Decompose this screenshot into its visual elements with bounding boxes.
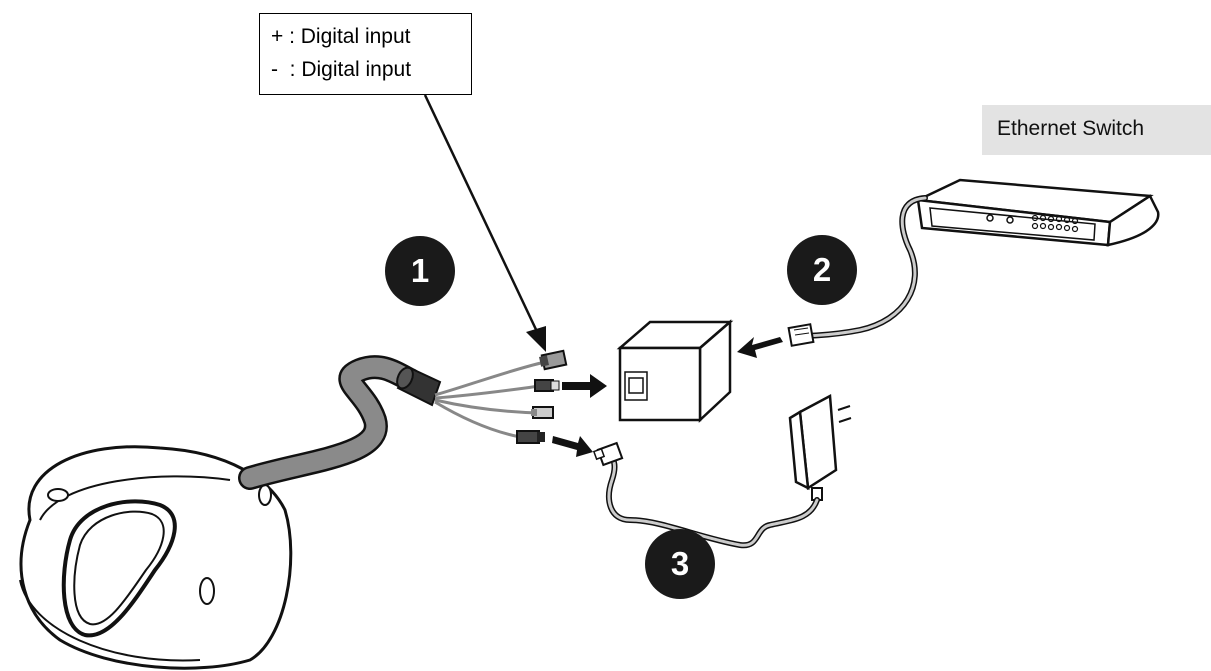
callout-line-plus: + : Digital input xyxy=(271,25,411,48)
power-plug-socket xyxy=(516,430,545,444)
power-cable xyxy=(606,455,820,549)
breakout-wires xyxy=(434,360,546,439)
cable-sleeve xyxy=(396,366,442,407)
step-badge-2: 2 xyxy=(787,235,857,305)
power-adapter xyxy=(788,394,852,501)
arrow-to-power-cable xyxy=(552,436,593,457)
camera-dome xyxy=(19,445,293,670)
arrow-to-coupler xyxy=(562,374,607,398)
audio-plug xyxy=(531,406,554,419)
step-badge-3: 3 xyxy=(645,529,715,599)
network-plug xyxy=(534,379,560,392)
ethernet-switch-device xyxy=(913,178,1160,247)
terminal-block-connector xyxy=(539,349,568,371)
ethernet-switch-label: Ethernet Switch xyxy=(982,105,1211,155)
arrow-from-switch xyxy=(737,337,783,358)
digital-input-callout: + : Digital input - : Digital input xyxy=(259,13,472,95)
step-badge-1: 1 xyxy=(385,236,455,306)
callout-leader-line xyxy=(423,94,542,339)
rj45-plug xyxy=(787,323,815,347)
rj45-coupler xyxy=(616,319,734,423)
callout-line-minus: - : Digital input xyxy=(271,58,412,81)
callout-arrowhead xyxy=(526,326,546,352)
dc-plug xyxy=(592,441,624,467)
